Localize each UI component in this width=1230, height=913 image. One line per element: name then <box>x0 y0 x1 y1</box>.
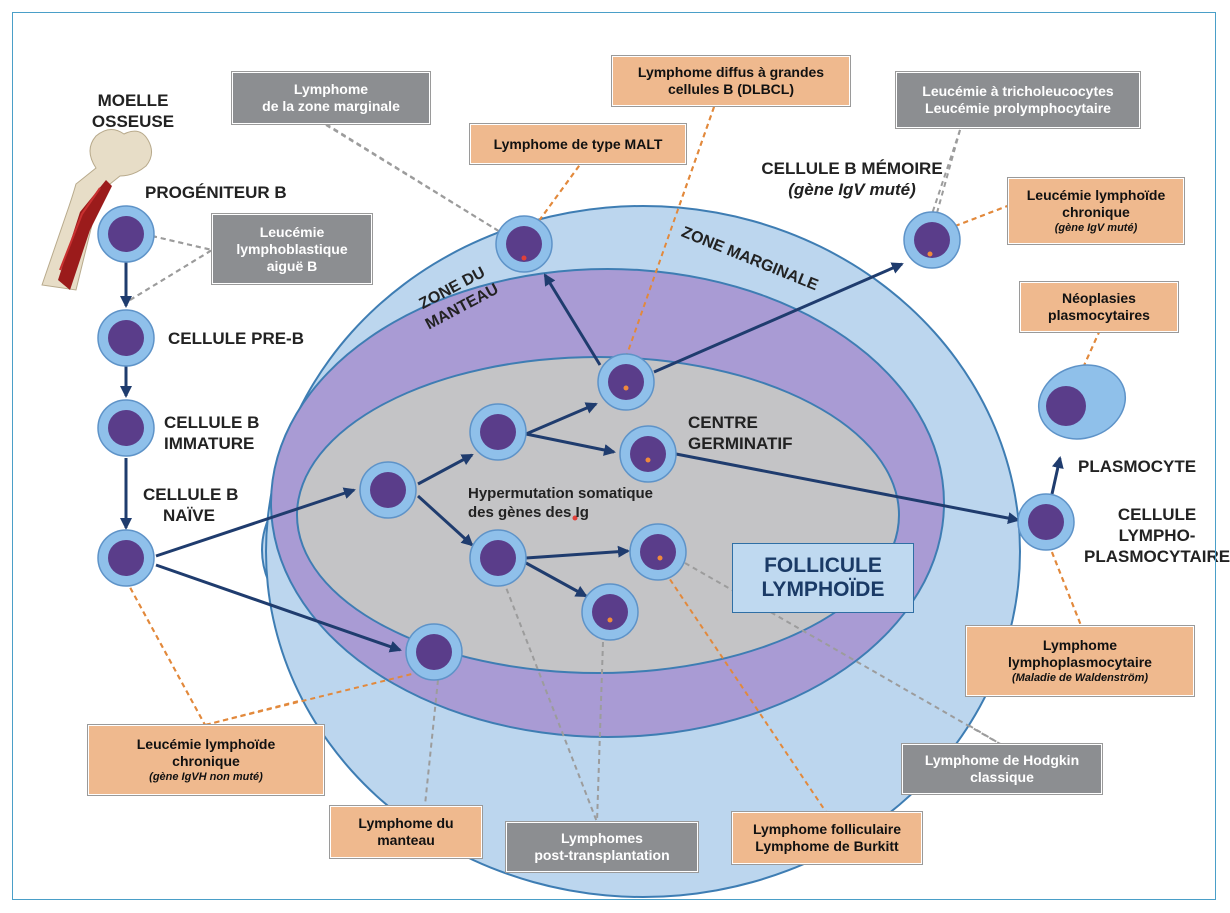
box-llc-non-mute: Leucémie lymphoïde chronique (gène IgVH … <box>88 725 324 795</box>
box-lymphome-manteau: Lymphome du manteau <box>330 806 482 858</box>
follicle-title-box: FOLLICULE LYMPHOÏDE <box>732 543 914 613</box>
bone-marrow-illustration <box>41 129 152 291</box>
label-hypermutation: Hypermutation somatique des gènes des Ig <box>468 485 654 521</box>
cell-plasmocyte <box>1037 364 1127 440</box>
cell-germinal-lower <box>469 529 527 587</box>
cell-mutated-upper <box>597 353 655 411</box>
label-b-immature: CELLULE B IMMATURE <box>164 413 260 453</box>
cell-pre-b <box>97 309 155 367</box>
label-plasmocyte: PLASMOCYTE <box>1078 457 1197 476</box>
label-lymphoplasmocytaire: CELLULE LYMPHO- PLASMOCYTAIRE <box>1084 505 1230 566</box>
box-folliculaire-burkitt: Lymphome folliculaire Lymphome de Burkit… <box>732 812 922 864</box>
cell-mantle <box>405 623 463 681</box>
cell-marginal-zone <box>495 215 553 273</box>
hypermutation-dot <box>572 515 578 521</box>
box-lymphoplasmocytaire: Lymphome lymphoplasmocytaire (Maladie de… <box>966 626 1194 696</box>
cells <box>97 205 1127 681</box>
label-b-naive: CELLULE B NAÏVE <box>143 485 239 525</box>
cell-germinal-upper <box>469 403 527 461</box>
box-malt: Lymphome de type MALT <box>470 124 686 164</box>
cell-b-memoire <box>903 211 961 269</box>
cell-progeniteur-b <box>97 205 155 263</box>
cell-germinal-bottom <box>581 583 639 641</box>
label-centre-germinatif: CENTRE GERMINATIF <box>688 413 793 453</box>
cell-b-immature <box>97 399 155 457</box>
box-lymphome-zone-marginale: Lymphome de la zone marginale <box>232 72 430 124</box>
label-progeniteur-b: PROGÉNITEUR B <box>145 183 287 202</box>
label-b-memoire: CELLULE B MÉMOIRE (gène IgV muté) <box>761 159 943 199</box>
cell-germinal-right <box>629 523 687 581</box>
arrows <box>120 262 1064 653</box>
figure-border <box>12 12 1216 900</box>
gray-dashed-lines <box>129 123 1003 823</box>
box-dlbcl: Lymphome diffus à grandes cellules B (DL… <box>612 56 850 106</box>
cell-lymphoplasmocytaire <box>1017 493 1075 551</box>
box-hodgkin: Lymphome de Hodgkin classique <box>902 744 1102 794</box>
cell-follicle-entry <box>359 461 417 519</box>
cell-germinal-centre <box>619 425 677 483</box>
box-post-transplantation: Lymphomes post-transplantation <box>506 822 698 872</box>
box-tricholeucocytes: Leucémie à tricholeucocytes Leucémie pro… <box>896 72 1140 128</box>
box-lal-b: Leucémie lymphoblastique aiguë B <box>212 214 372 284</box>
box-llc-mute: Leucémie lymphoïde chronique (gène IgV m… <box>1008 178 1184 244</box>
box-neoplasies: Néoplasies plasmocytaires <box>1020 282 1178 332</box>
label-moelle-osseuse: MOELLE OSSEUSE <box>91 91 175 131</box>
label-pre-b: CELLULE PRE-B <box>168 329 304 348</box>
cell-b-naive <box>97 529 155 587</box>
